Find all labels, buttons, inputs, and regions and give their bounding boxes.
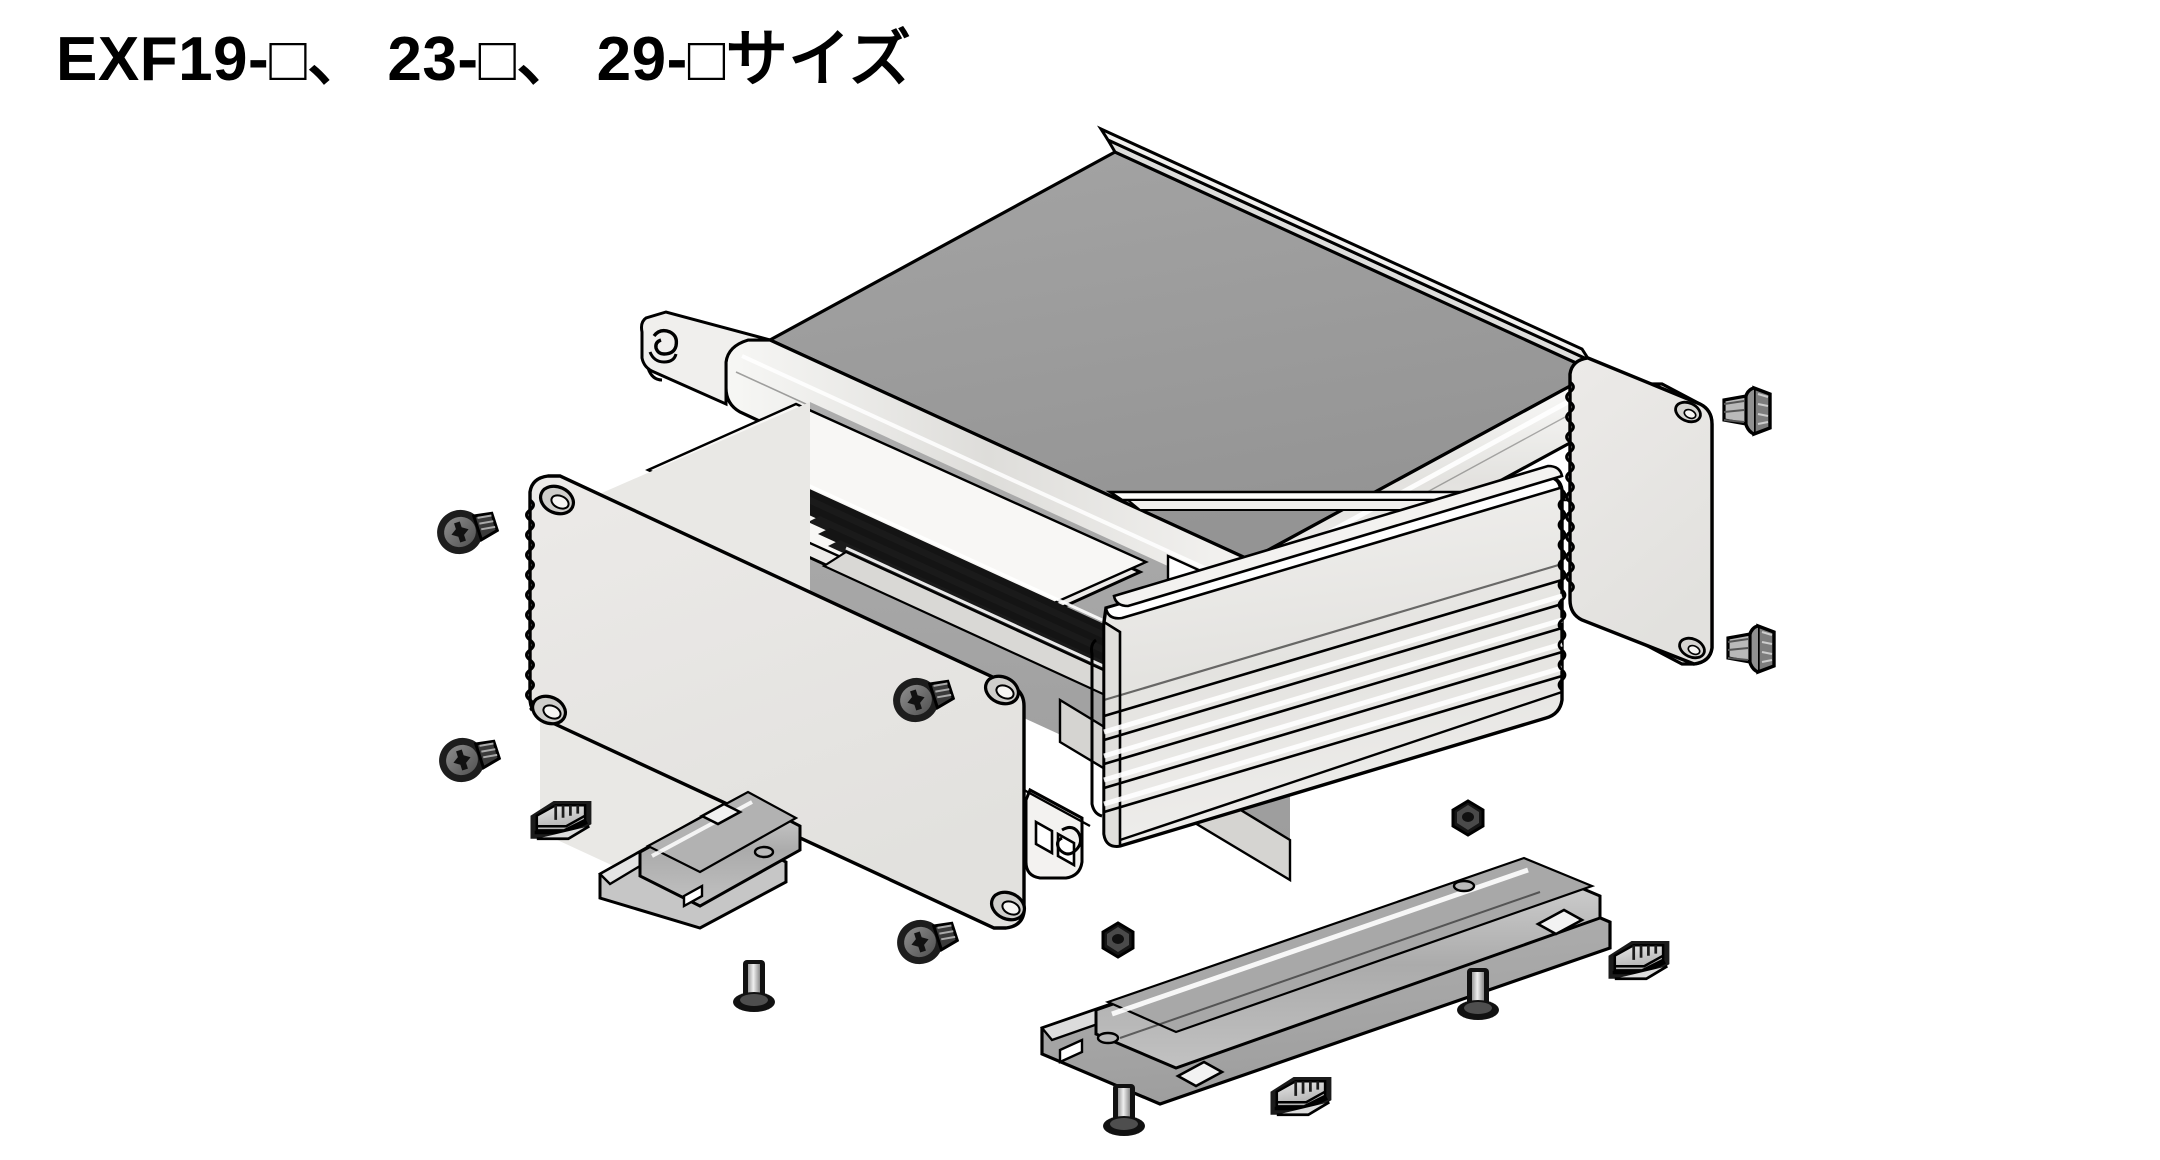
left-end-panel-serrated-edge [525, 498, 535, 712]
bracket-left-hole [753, 845, 775, 859]
clip-nuts [530, 801, 1670, 1117]
body-bottom-profile [1023, 787, 1091, 880]
pan-head-screw [437, 509, 500, 555]
page-title: EXF19-□、 23-□、 29-□サイズ [56, 25, 912, 94]
bracket-left-tab [699, 802, 743, 826]
side-view-screws [1722, 385, 1776, 675]
right-end-panel-part [1565, 356, 1714, 666]
right-panel-corner-holes [1674, 400, 1706, 660]
pan-head-screws [437, 509, 960, 965]
front-panel-ribs [1103, 562, 1563, 842]
pan-head-screw [897, 919, 960, 965]
side-screw [1722, 385, 1772, 437]
bracket-left-slot [682, 883, 704, 909]
hex-nut [1451, 799, 1485, 837]
front-panel-body [1090, 464, 1567, 848]
shoulder-stud [1457, 968, 1499, 1020]
front-panel-part [1090, 464, 1569, 848]
bracket-right-hole-right [1452, 879, 1476, 893]
top-cover-return-highlight [741, 354, 1223, 578]
side-screw [1726, 623, 1776, 675]
bracket-right-rib-top [1104, 856, 1596, 1034]
clip-nut [1608, 941, 1670, 981]
hex-nut [1101, 921, 1135, 959]
bracket-right-rib-shadow [1119, 891, 1541, 1039]
left-panel-corner-holes [530, 484, 1027, 922]
bracket-right-notch [1058, 1038, 1084, 1064]
shoulder-studs [733, 960, 1499, 1136]
mounting-bracket-right-part [1039, 856, 1612, 1106]
bracket-right-rib-highlight [1111, 867, 1529, 1017]
hex-nuts [1101, 799, 1485, 959]
bracket-right-hole-left [1096, 1031, 1120, 1045]
left-end-panel-part [525, 474, 1027, 930]
clip-nut [1270, 1077, 1332, 1117]
right-end-panel-plate [1568, 356, 1714, 666]
pan-head-screw [439, 737, 502, 783]
shoulder-stud [733, 960, 775, 1012]
shoulder-stud [1103, 1084, 1145, 1136]
mounting-bracket-left-part [598, 790, 802, 930]
bracket-right-tab-near [1175, 1060, 1225, 1088]
clip-nut [530, 801, 592, 841]
top-cover-interlock-profile [640, 310, 771, 407]
right-end-panel-serrated-edge [1565, 380, 1575, 594]
pan-head-screw [893, 677, 956, 723]
bracket-right-tab-far [1535, 908, 1585, 936]
